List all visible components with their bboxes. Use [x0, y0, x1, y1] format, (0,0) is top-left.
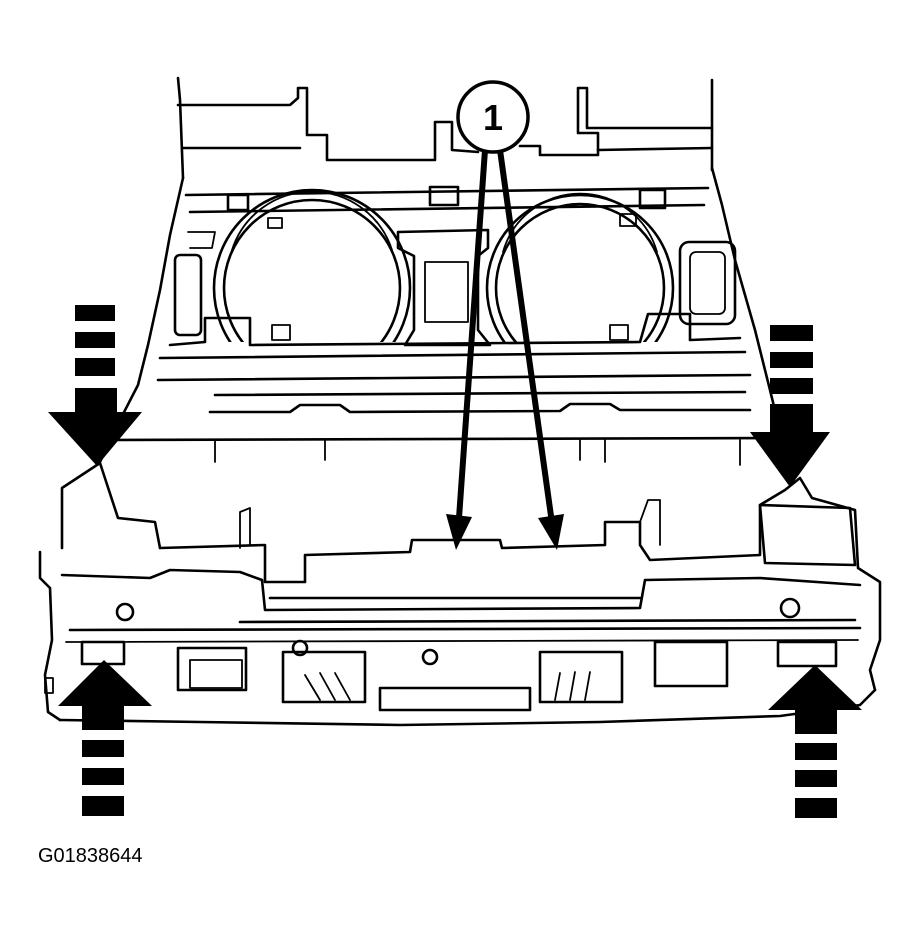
rear-upper-trim — [176, 76, 714, 180]
callout-bubble: 1 — [456, 80, 530, 154]
screw-right — [779, 597, 801, 619]
tray-front-ledge — [98, 312, 792, 466]
switch-center-right — [538, 650, 624, 704]
cup-holder-left — [212, 188, 412, 342]
tray-housing — [98, 166, 792, 474]
arrow-down-icon — [48, 305, 142, 466]
screw-center — [421, 648, 439, 666]
arrow-up-icon — [768, 665, 862, 818]
lower-switch-panel — [80, 597, 838, 712]
cup-holder-right — [485, 192, 675, 342]
front-bezel — [38, 461, 882, 727]
switch-left-inner — [176, 646, 248, 692]
switch-left-outer — [80, 640, 126, 666]
center-slot — [378, 686, 532, 712]
callout-label: 1 — [483, 97, 503, 138]
switch-right-inner — [653, 640, 729, 688]
figure-id: G01838644 — [38, 845, 143, 867]
screw-center-left — [291, 639, 309, 657]
callout-leader-left — [446, 147, 488, 550]
arrow-down-icon — [750, 325, 830, 487]
switch-right-outer — [776, 640, 838, 668]
side-slot-right — [678, 240, 737, 326]
arrow-up-icon — [58, 660, 152, 816]
callout-leader-right — [497, 147, 564, 550]
switch-center-left — [281, 650, 367, 704]
screw-left — [115, 602, 135, 622]
center-divider — [396, 228, 492, 347]
side-slot-left — [173, 253, 203, 337]
